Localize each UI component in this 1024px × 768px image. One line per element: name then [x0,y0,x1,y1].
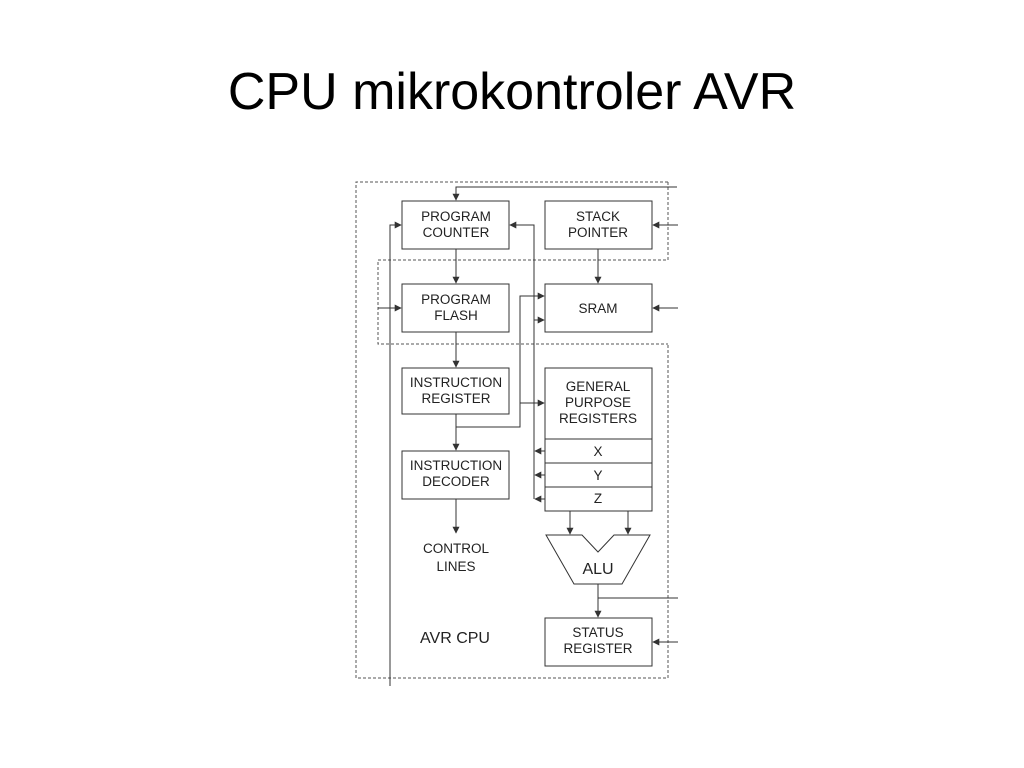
connections [378,186,678,686]
stack-pointer-label-2: POINTER [568,225,628,240]
avr-cpu-label: AVR CPU [420,630,490,647]
blocks [401,200,653,667]
instruction-register-label-2: REGISTER [421,391,490,406]
ir-branch-line [456,292,545,428]
status-register-label-2: REGISTER [563,641,632,656]
gpr-dividers [545,438,652,488]
alu-label: ALU [582,561,613,578]
instruction-decoder-label-1: INSTRUCTION [410,458,502,473]
left-feedback-line [389,221,402,686]
status-register-label-1: STATUS [572,625,623,640]
gpr-label-2: PURPOSE [565,395,631,410]
program-counter-label-1: PROGRAM [421,209,491,224]
status-register-box [544,617,653,667]
instruction-decoder-label-2: DECODER [422,474,490,489]
program-counter-label-2: COUNTER [423,225,490,240]
control-lines-label-2: LINES [436,559,475,574]
memory-boundary [377,182,669,345]
gpr-label-1: GENERAL [566,379,631,394]
program-flash-label-1: PROGRAM [421,292,491,307]
stack-pointer-label-1: STACK [576,209,620,224]
reg-z-label: Z [594,491,602,506]
sram-box [544,283,653,333]
program-flash-label-2: FLASH [434,308,478,323]
alu-shape [545,534,651,585]
dashed-boundaries [355,181,669,679]
slide-title: CPU mikrokontroler AVR [227,63,797,121]
control-lines-label-1: CONTROL [423,541,489,556]
top-bus-line [452,186,677,201]
pointer-bus-line [509,221,535,499]
reg-y-label: Y [593,468,602,483]
program-counter-box [401,200,510,250]
gpr-label-3: REGISTERS [559,411,637,426]
outer-cpu-boundary [355,181,669,679]
sram-label: SRAM [578,301,617,316]
stack-pointer-box [544,200,653,250]
reg-x-label: X [593,444,602,459]
instruction-decoder-box [401,450,510,500]
instruction-register-label-1: INSTRUCTION [410,375,502,390]
